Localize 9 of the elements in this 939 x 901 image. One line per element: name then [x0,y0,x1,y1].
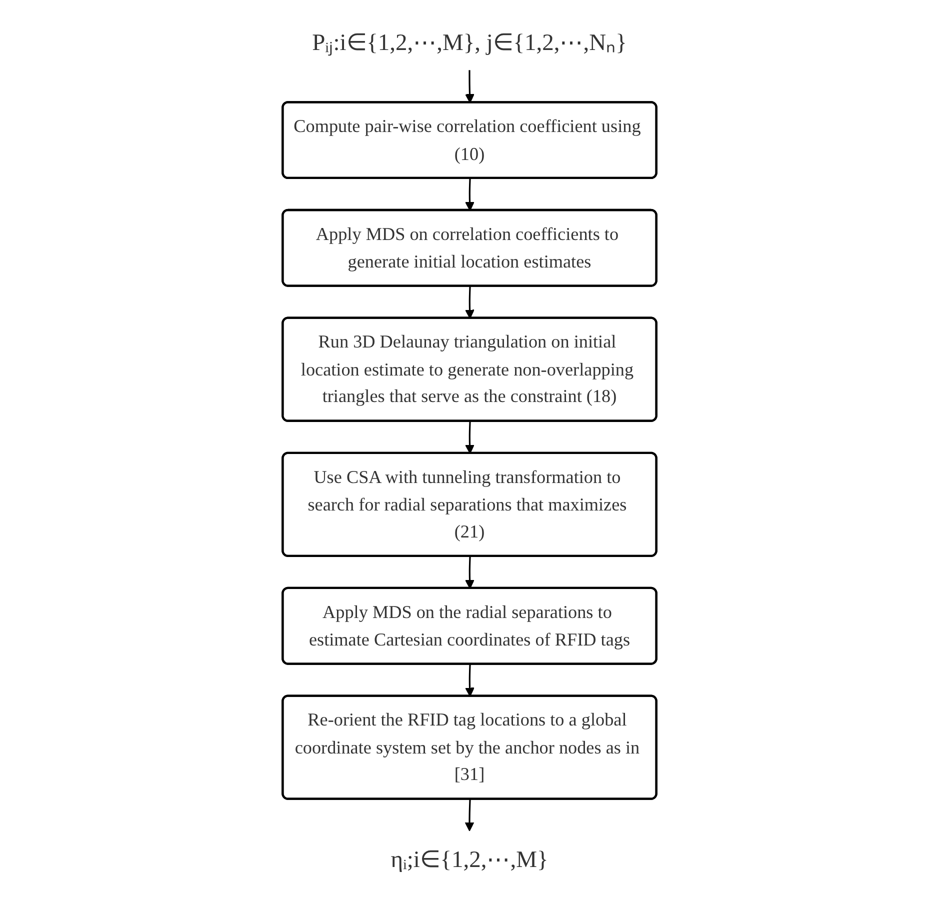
arrow [465,421,474,454]
arrow [465,286,474,319]
node-text: Pᵢⱼ:i∈{1,2,⋯,M}, j∈{1,2,⋯,Nₙ} [312,28,627,56]
arrow [465,70,474,104]
arrow [465,556,474,589]
arrow [465,178,474,211]
arrow [465,664,474,697]
arrow [464,799,474,832]
node-text: ηᵢ;i∈{1,2,⋯,M} [390,846,548,873]
